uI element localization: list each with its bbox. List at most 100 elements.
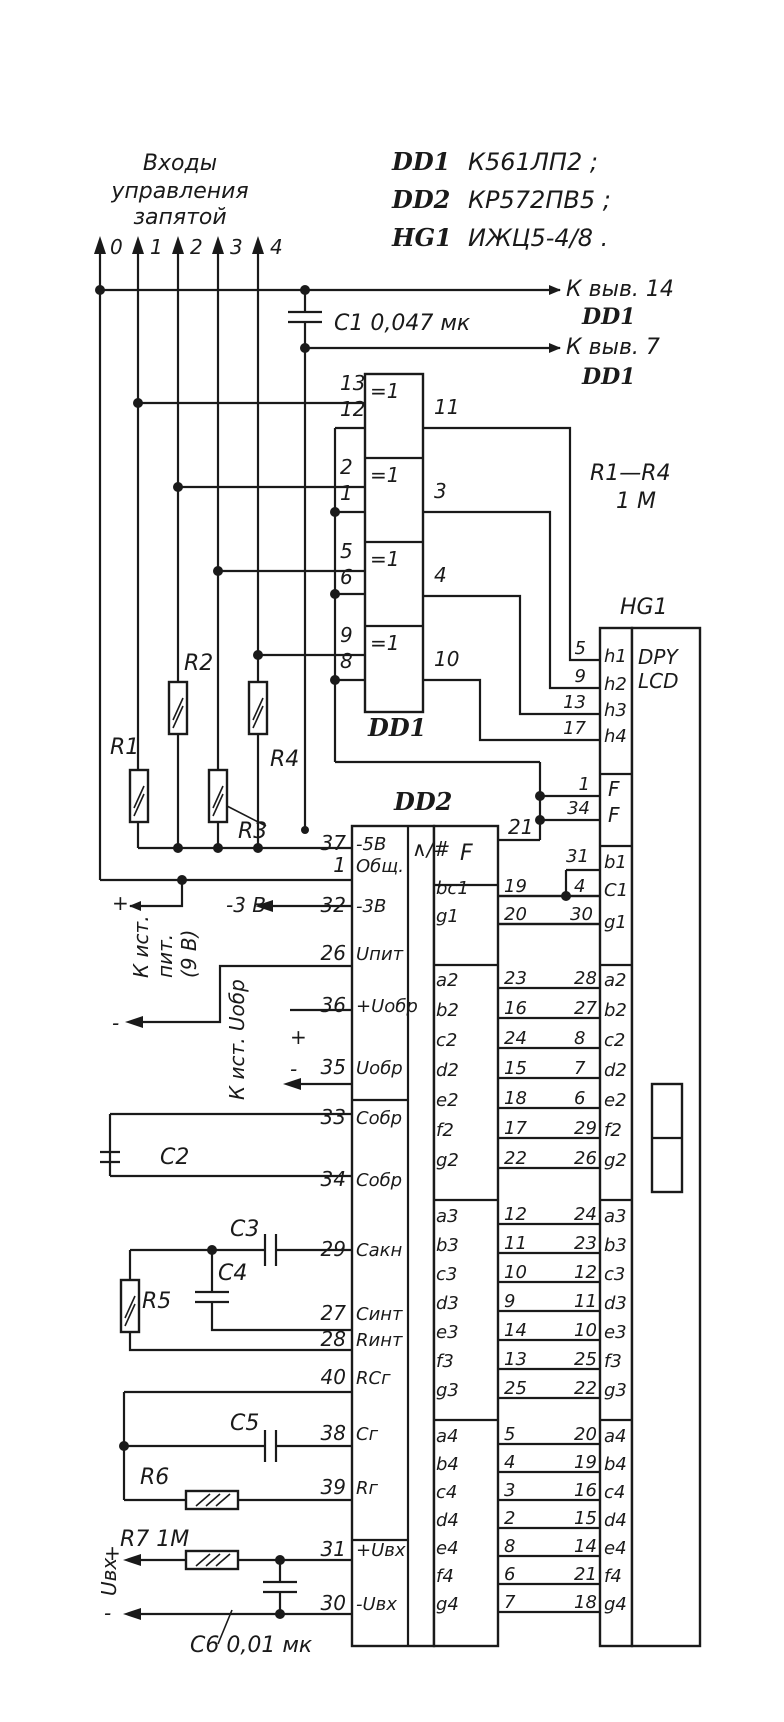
seg2-hg1-pin: 6 [574,1088,585,1109]
dd2-pin-name: +Uобр [356,996,418,1017]
dd2-pin-number: 1 [333,853,346,877]
supply-label: К ист. [129,915,153,978]
seg3-hg1-pin: 25 [574,1349,597,1370]
supply-label: (9 В) [177,930,201,978]
seg4-seg: f4 [436,1566,454,1587]
seg3-seg: e3 [436,1322,459,1343]
hg1-h-pin: 5 [575,638,586,659]
input-3-arrow-icon [212,236,224,254]
seg2-hg1-pin: 29 [574,1118,597,1139]
dd1-gate-symbol: =1 [370,379,399,403]
c3-label: C3 [230,1217,259,1242]
dd2-pin-name: Uпит [356,944,404,965]
hg1-title1: DPY [638,645,679,669]
seg4-hg1-seg: e4 [604,1538,627,1559]
seg4-seg: e4 [436,1538,459,1559]
plus-sign: + [104,1541,121,1565]
seg4-seg: c4 [436,1482,457,1503]
seg4-hg1-seg: c4 [604,1482,625,1503]
dd2-pin-name: Cобр [356,1108,402,1129]
input-0-arrow-icon [94,236,106,254]
resistor-r1 [128,768,150,824]
dd1-pin: 8 [340,649,353,673]
hg1-h-name: h3 [604,700,627,721]
hg1-h-name: h2 [604,674,627,695]
hg1-title2: LCD [638,669,679,693]
seg4-seg: g4 [436,1594,459,1615]
dd2-pin-number: 31 [321,1537,346,1561]
to-pin14-chip: DD1 [581,304,635,330]
uin-label: Uвх [97,1558,121,1596]
minus-sign: - [290,1057,297,1081]
seg2-seg: g2 [436,1150,459,1171]
dd1-pin: 2 [340,455,353,479]
dd1-pin: 3 [434,479,447,503]
part-type: ИЖЦ5-4/8 . [468,224,608,252]
seg4-hg1-pin: 16 [574,1480,597,1501]
seg3-seg: c3 [436,1264,457,1285]
seg2-dd2-pin: 17 [504,1118,527,1139]
dd2-pin-number: 38 [321,1421,346,1445]
input-number: 1 [150,235,163,259]
seg3-hg1-pin: 10 [574,1320,597,1341]
seg2-hg1-pin: 28 [574,968,597,989]
dd1-pin: 10 [434,647,459,671]
dd2-output-column [432,824,500,1648]
r3-label: R3 [238,819,267,844]
input-number: 2 [190,235,203,259]
dd1-pin: 9 [340,623,353,647]
seg3-hg1-seg: d3 [604,1293,627,1314]
dd2-pin-number: 26 [321,941,346,965]
seg2-seg: a2 [436,970,458,991]
seg4-seg: d4 [436,1510,459,1531]
hg1-seg1-name: b1 [604,852,627,873]
seg4-hg1-pin: 18 [574,1592,597,1613]
seg4-hg1-seg: g4 [604,1594,627,1615]
seg2-hg1-seg: g2 [604,1150,627,1171]
plus-sign: + [290,1025,307,1049]
dd2-pin-name: -Uвх [356,1594,397,1615]
input-1-arrow-icon [132,236,144,254]
seg2-dd2-pin: 24 [504,1028,527,1049]
seg2-dd2-pin: 18 [504,1088,527,1109]
seg2-seg: e2 [436,1090,459,1111]
dd1-pin: 12 [340,397,365,421]
dd2-pin-name: -5В [356,834,386,855]
dd2-f-pin: 21 [508,815,533,839]
seg4-dd2-pin: 4 [504,1452,515,1473]
ref-label: К ист. Uобр [225,979,249,1100]
seg4-seg: b4 [436,1454,459,1475]
dd1-pin: 13 [340,371,365,395]
part-type: К561ЛП2 ; [468,148,598,176]
seg3-dd2-pin: 12 [504,1204,527,1225]
hg1-h-name: h1 [604,646,627,667]
seg2-hg1-seg: c2 [604,1030,625,1051]
seg3-dd2-pin: 14 [504,1320,527,1341]
dd2-pin-name: Cобр [356,1170,402,1191]
dd2-pin-name: RCг [356,1368,391,1389]
dd2-pin-name: Rг [356,1478,379,1499]
seg3-dd2-pin: 13 [504,1349,527,1370]
seg3-hg1-pin: 22 [574,1378,597,1399]
seg2-dd2-pin: 15 [504,1058,527,1079]
c4-label: C4 [218,1261,247,1286]
seg4-dd2-pin: 3 [504,1480,515,1501]
dd2-pin-number: 28 [321,1327,346,1351]
seg2-hg1-pin: 8 [574,1028,585,1049]
dd2-f-label: F [460,841,473,866]
dd2-pin-number: 35 [321,1055,346,1079]
dd1-pin: 6 [340,565,353,589]
dd2-pin-name: Cинт [356,1304,403,1325]
inputs-title-line3: запятой [133,205,226,230]
seg2-dd2-pin: 23 [504,968,527,989]
seg2-hg1-seg: f2 [604,1120,622,1141]
hg1-seg1-name: g1 [604,912,627,933]
seg4-hg1-pin: 19 [574,1452,597,1473]
seg4-dd2-pin: 5 [504,1424,515,1445]
seg4-dd2-pin: 7 [504,1592,516,1613]
seg4-hg1-pin: 15 [574,1508,597,1529]
hg1-h-pin: 17 [563,718,586,739]
dd1-gate-symbol: =1 [370,463,399,487]
hg1-f-pin: 1 [579,774,590,795]
